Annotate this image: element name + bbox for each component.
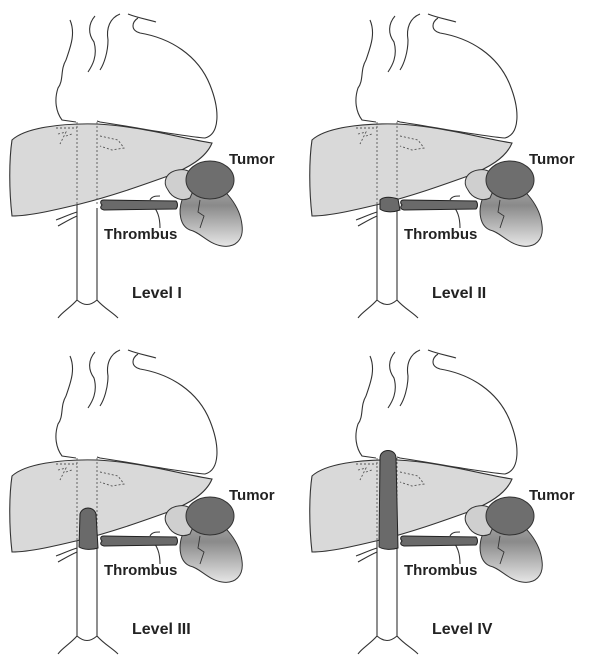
thrombus-label: Thrombus	[104, 562, 178, 579]
thrombus-label: Thrombus	[404, 562, 478, 579]
panel-level-3: Tumor Thrombus Level III	[0, 336, 300, 672]
ivc	[357, 205, 419, 319]
tumor	[185, 160, 235, 200]
level-label: Level I	[132, 285, 182, 302]
heart-outline	[55, 17, 218, 139]
tumor-label: Tumor	[229, 487, 275, 504]
anatomy-illustration	[309, 13, 543, 319]
ivc	[57, 541, 119, 655]
thrombus	[100, 199, 178, 211]
tumor	[185, 496, 235, 536]
ivc	[57, 205, 119, 319]
thrombus	[379, 196, 478, 213]
tumor-label: Tumor	[529, 151, 575, 168]
anatomy-illustration	[9, 349, 243, 655]
level-label: Level II	[432, 285, 487, 302]
tumor-label: Tumor	[229, 151, 275, 168]
thrombus-label: Thrombus	[404, 226, 478, 243]
panel-level-1: Tumor Thrombus Level I	[0, 0, 300, 336]
ivc	[357, 541, 419, 655]
thrombus	[378, 450, 478, 550]
level-label: Level III	[132, 621, 191, 638]
level-label: Level IV	[432, 621, 493, 638]
tumor	[485, 496, 535, 536]
tumor-label: Tumor	[529, 487, 575, 504]
thrombus	[78, 507, 178, 550]
heart-outline	[55, 353, 218, 475]
anatomy-illustration	[9, 13, 243, 319]
anatomy-illustration	[309, 349, 543, 655]
heart-outline	[355, 17, 518, 139]
heart-outline	[355, 353, 518, 475]
panel-level-2: Tumor Thrombus Level II	[300, 0, 600, 336]
thrombus-label: Thrombus	[104, 226, 178, 243]
panel-level-4: Tumor Thrombus Level IV	[300, 336, 600, 672]
tumor	[485, 160, 535, 200]
